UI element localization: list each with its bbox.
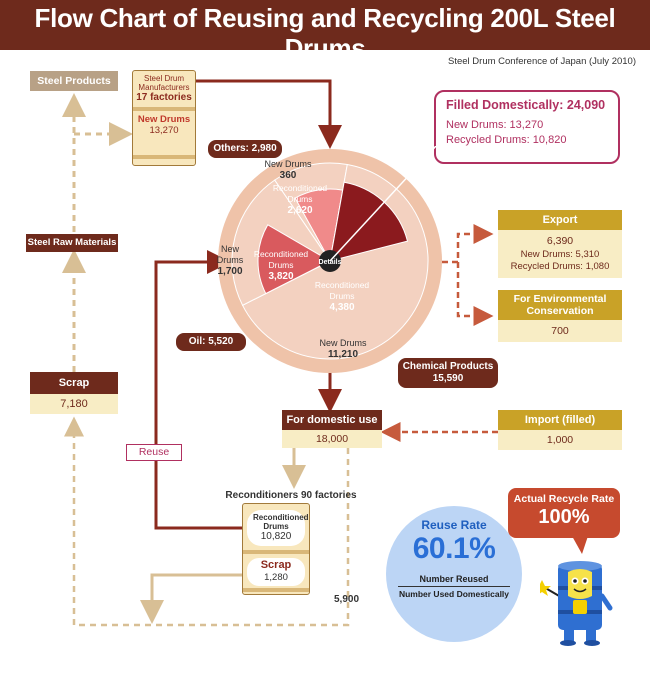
steel-raw-materials-label: Steel Raw Materials [26,234,118,252]
scrap-value: 7,180 [30,394,118,414]
export-new: New Drums: 5,310 [520,249,600,260]
manufacturers-title: Steel Drum Manufacturers [138,74,190,92]
recon-drums-label: Reconditioned Drums [253,513,309,531]
export-box: Export 6,390 New Drums: 5,310 Recycled D… [498,210,622,278]
reuse-rate-divider [398,586,510,587]
reuse-rate-denominator: Number Used Domestically [398,589,510,599]
scrap-box: Scrap 7,180 [30,372,118,414]
reuse-rate-circle: Reuse Rate 60.1% Number Reused Number Us… [386,506,522,642]
reuse-rate-numerator: Number Reused [419,574,489,584]
recon-drums-value: 10,820 [260,531,292,542]
environmental-title: For Environmental Conservation [498,290,622,320]
domestic-use-box: For domestic use 18,000 [282,410,382,448]
source-note: Steel Drum Conference of Japan (July 201… [448,56,636,67]
oil-bubble: Oil: 5,520 [176,333,246,351]
export-body: 6,390 New Drums: 5,310 Recycled Drums: 1… [498,230,622,278]
header-banner: Flow Chart of Reusing and Recycling 200L… [0,0,650,77]
others-bubble: Others: 2,980 [208,140,282,158]
arrow-recon-scrap-to-scrap [140,573,242,624]
manufacturers-drum: Steel Drum Manufacturers 17 factories Ne… [132,70,196,166]
page-subtitle: (Based on 2009 F.Y.; Units: Thousands of… [185,63,465,77]
import-title: Import (filled) [498,410,622,430]
chemical-bubble: Chemical Products 15,590 [398,358,498,388]
reuse-rate-value: 60.1% [412,532,496,565]
export-title: Export [498,210,622,230]
domestic-use-title: For domestic use [282,410,382,430]
export-value: 6,390 [546,235,574,247]
arrow-donut-to-environmental [456,262,494,326]
import-box: Import (filled) 1,000 [498,410,622,450]
donut-pointer-line [329,146,437,262]
recon-scrap-value: 1,280 [264,572,288,583]
steel-products-label: Steel Products [30,71,118,91]
arrow-donut-to-export [432,224,494,264]
export-recycled: Recycled Drums: 1,080 [510,261,610,272]
flow-5900-label: 5,900 [334,594,360,605]
chemical-bubble-value: 15,590 [432,373,464,384]
scrap-label: Scrap [30,372,118,394]
reconditioners-drum: Reconditioned Drums 10,820 Scrap 1,280 [242,503,310,595]
chemical-bubble-label: Chemical Products [402,361,494,372]
domestic-use-value: 18,000 [282,430,382,448]
recon-scrap-label: Scrap [260,559,292,571]
import-value: 1,000 [498,430,622,450]
filled-domestically-title: Filled Domestically: 24,090 [446,98,606,112]
filled-domestically-new: New Drums: 13,270 [446,119,544,131]
environmental-box: For Environmental Conservation 700 [498,290,622,342]
donut-center-label: Details [319,259,342,266]
recycle-rate-title: Actual Recycle Rate [513,493,615,505]
reuse-tag: Reuse [126,444,182,461]
manufacturers-new-drums-label: New Drums [137,114,191,125]
recon-scrap-pill: Scrap 1,280 [247,558,305,586]
manufacturers-count: 17 factories [136,92,192,103]
recycle-rate-bubble: Actual Recycle Rate 100% [508,488,620,538]
arrow-reuse-loop [154,250,242,530]
reuse-rate-title: Reuse Rate [421,518,487,532]
drum-mascot-icon [540,561,613,646]
reconditioners-title: Reconditioners 90 factories [225,490,357,501]
recycle-bubble-pointer [572,536,588,554]
arrow-domestic-to-scrap [64,416,350,627]
recycle-rate-value: 100% [538,506,590,528]
donut-segment-oil-recon [257,224,332,295]
manufacturers-new-drums-value: 13,270 [149,125,179,136]
page-title: Flow Chart of Reusing and Recycling 200L… [34,3,616,63]
environmental-value: 700 [498,320,622,342]
filled-domestically-recycled: Recycled Drums: 10,820 [446,134,567,146]
arrow-manufacturers-to-donut [166,79,342,149]
filled-domestically-box: Filled Domestically: 24,090 New Drums: 1… [434,90,620,164]
recon-drums-pill: Reconditioned Drums 10,820 [247,510,309,546]
